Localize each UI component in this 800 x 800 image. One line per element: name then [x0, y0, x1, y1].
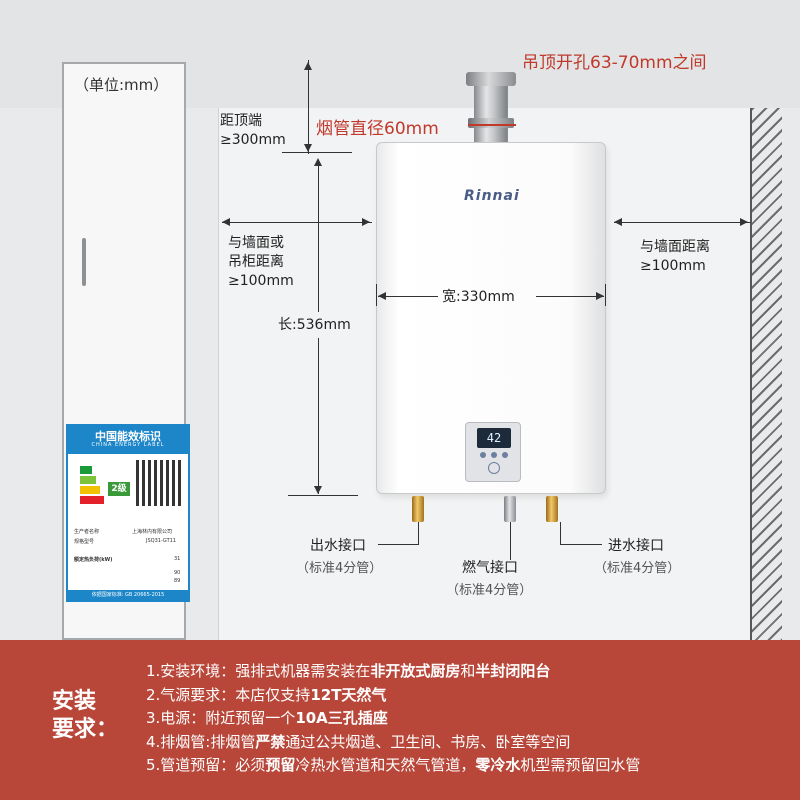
- inlet-label: 进水接口: [608, 538, 664, 554]
- outlet-sub: （标准4分管）: [296, 561, 383, 576]
- left-clearance-arrow-left: [222, 218, 230, 226]
- width-line-right: [536, 296, 604, 297]
- height-line-bottom: [318, 338, 319, 494]
- requirement-item: 4.排烟管:排烟管严禁通过公共烟道、卫生间、书房、卧室等空间: [146, 732, 571, 751]
- left-clearance-text-2: 吊柜距离: [228, 254, 284, 270]
- inlet-sub: （标准4分管）: [594, 561, 681, 576]
- requirements-title-line1: 安装: [52, 689, 97, 714]
- gas-label: 燃气接口: [462, 560, 518, 576]
- height-arrow-down: [314, 486, 322, 494]
- requirement-item: 5.管道预留：必须预留冷热水管道和天然气管道，零冷水机型需预留回水管: [146, 756, 641, 774]
- requirements-panel: [0, 640, 800, 800]
- right-clearance-text-2: ≥100mm: [640, 258, 706, 274]
- requirements-title-line2: 要求：: [52, 717, 119, 742]
- flue-pipe-cap: [466, 72, 516, 86]
- cabinet-handle: [82, 238, 86, 286]
- energy-bar-3: [80, 486, 100, 494]
- energy-load-value: 31: [174, 556, 181, 562]
- width-ref-left: [376, 284, 377, 306]
- requirement-item: 3.电源：附近预留一个10A三孔插座: [146, 709, 388, 727]
- energy-label-subtitle: CHINA ENERGY LABEL: [91, 442, 165, 448]
- energy-bar-4: [80, 496, 104, 504]
- outlet-fitting: [412, 496, 424, 522]
- energy-manufacturer-label: 生产者名称: [74, 529, 100, 535]
- ceiling-hole-note: 吊顶开孔63-70mm之间: [522, 53, 707, 73]
- right-clearance-line: [614, 222, 750, 223]
- wall-section-hatch: [750, 108, 782, 640]
- left-clearance-text-3: ≥100mm: [228, 273, 294, 289]
- right-clearance-text-1: 与墙面距离: [640, 239, 710, 255]
- qr-code-icon: [136, 460, 182, 506]
- width-arrow-right: [596, 292, 604, 300]
- requirement-item: 2.气源要求：本店仅支持12T天然气: [146, 685, 387, 704]
- height-arrow-up: [314, 158, 322, 166]
- gas-sub: （标准4分管）: [446, 583, 533, 598]
- panel-button-right: [502, 452, 508, 458]
- temperature-display: 42: [477, 428, 511, 448]
- gas-leader: [510, 522, 511, 560]
- requirements-title: 安装 要求：: [52, 688, 118, 744]
- inlet-leader-h: [560, 544, 602, 545]
- gas-fitting: [504, 496, 516, 522]
- outlet-leader-v: [418, 522, 419, 544]
- requirement-item: 1.安装环境：强排式机器需安装在非开放式厨房和半封闭阳台: [146, 662, 551, 680]
- inlet-fitting: [546, 496, 558, 522]
- energy-eff2-value: 89: [174, 578, 181, 584]
- panel-button-mid: [491, 452, 497, 458]
- width-ref-right: [605, 284, 606, 306]
- energy-label-title: 中国能效标识: [95, 430, 161, 443]
- power-button-icon: [488, 462, 500, 474]
- energy-eff1-value: 90: [174, 570, 181, 576]
- width-line-left: [378, 296, 438, 297]
- energy-label-standard: 依据国家标准: GB 20665-2015: [68, 590, 188, 600]
- left-clearance-arrow-right: [362, 218, 370, 226]
- right-clearance-arrow-left: [614, 218, 622, 226]
- top-clearance-line: [308, 60, 309, 154]
- width-arrow-left: [378, 292, 386, 300]
- top-clearance-text-2: ≥300mm: [220, 132, 286, 148]
- top-clearance-text-1: 距顶端: [220, 113, 262, 129]
- right-clearance-arrow-right: [740, 218, 748, 226]
- height-ref-line: [288, 495, 358, 496]
- top-clearance-ref-line: [282, 152, 352, 153]
- energy-model: JSQ31-GT11: [146, 538, 177, 544]
- outlet-label: 出水接口: [310, 538, 366, 554]
- energy-model-label: 规格型号: [74, 539, 95, 545]
- top-clearance-arrow-up: [304, 62, 312, 70]
- unit-label: （单位:mm）: [74, 76, 169, 94]
- pipe-diameter-note: 烟管直径60mm: [316, 119, 439, 139]
- height-text: 长:536mm: [278, 317, 351, 333]
- height-line-top: [318, 160, 319, 312]
- energy-bar-2: [80, 476, 96, 484]
- width-text: 宽:330mm: [442, 289, 515, 305]
- energy-grade-badge: 2级: [108, 482, 130, 496]
- energy-bar-1: [80, 466, 92, 474]
- energy-label-header: 中国能效标识 CHINA ENERGY LABEL: [68, 426, 188, 454]
- outlet-leader-h: [378, 544, 419, 545]
- inlet-leader-v: [560, 522, 561, 544]
- requirements-list: 1.安装环境：强排式机器需安装在非开放式厨房和半封闭阳台 2.气源要求：本店仅支…: [146, 660, 640, 778]
- energy-load-label: 额定热负荷(kW): [74, 557, 113, 563]
- top-clearance-arrow-down: [304, 144, 312, 152]
- pipe-diameter-line: [468, 124, 516, 126]
- energy-manufacturer: 上海林内有限公司: [132, 529, 173, 535]
- left-clearance-line: [222, 222, 372, 223]
- panel-button-left: [480, 452, 486, 458]
- flue-pipe-ring: [468, 118, 514, 128]
- left-clearance-text-1: 与墙面或: [228, 235, 284, 251]
- brand-logo: Rinnai: [464, 188, 520, 204]
